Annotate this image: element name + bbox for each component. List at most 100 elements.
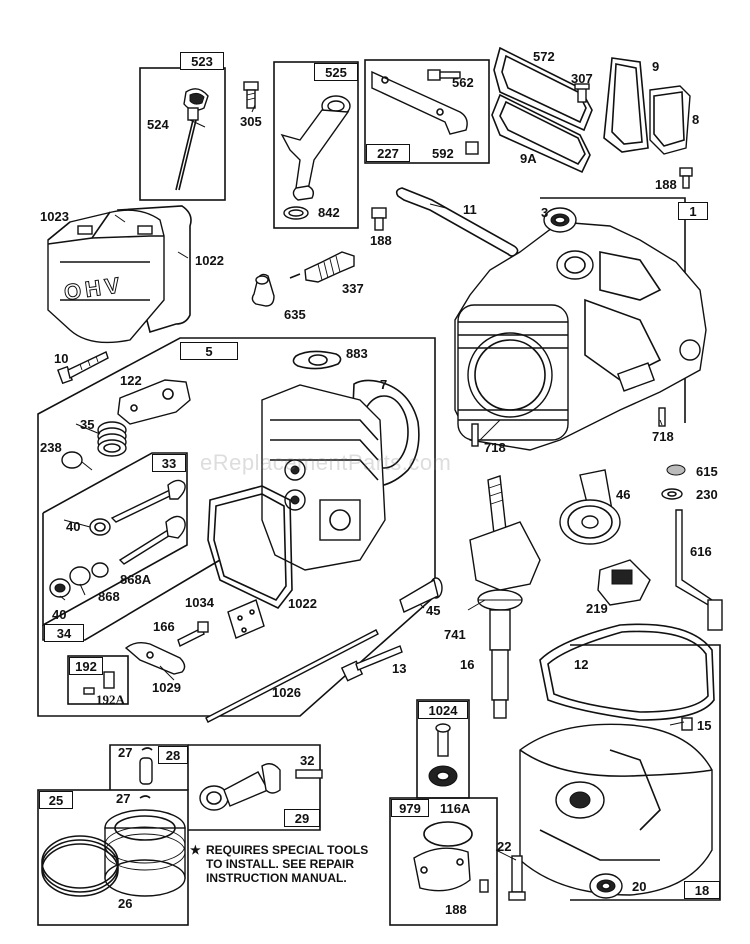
callout-562: 562 <box>452 75 474 90</box>
callout-5: 5 <box>180 342 238 360</box>
callout-46: 46 <box>616 487 631 502</box>
callout-16: 16 <box>460 657 475 672</box>
callout-18: 18 <box>684 881 720 899</box>
watermark-text: eReplacementParts.com <box>200 450 452 475</box>
callout-40-bottom: 40 <box>52 607 67 622</box>
bracket-part <box>371 69 479 155</box>
callout-635: 635 <box>284 307 306 322</box>
breather-tube-part <box>395 187 519 257</box>
callout-29: 29 <box>284 809 320 827</box>
callout-188-bottom: 188 <box>445 902 467 917</box>
callout-13: 13 <box>392 661 407 676</box>
callout-524: 524 <box>147 117 169 132</box>
camshaft-part <box>559 469 621 545</box>
callout-307: 307 <box>571 71 593 86</box>
callout-10: 10 <box>54 351 69 366</box>
special-tools-note: ★ REQUIRES SPECIAL TOOLS TO INSTALL. SEE… <box>190 843 368 885</box>
callout-28: 28 <box>158 746 188 764</box>
callout-34: 34 <box>44 624 84 642</box>
callout-230: 230 <box>696 487 718 502</box>
callout-525: 525 <box>314 63 358 81</box>
cylinder-head-part <box>261 384 386 571</box>
callout-238: 238 <box>40 440 62 455</box>
bolt-13-part <box>340 645 403 682</box>
callout-1026: 1026 <box>272 685 301 700</box>
sump-seal-bolt-part <box>508 855 623 901</box>
callout-3: 3 <box>541 205 549 220</box>
callout-20: 20 <box>632 879 647 894</box>
callout-1022-bottom: 1022 <box>288 596 317 611</box>
callout-868: 868 <box>98 589 120 604</box>
oil-sump-part <box>519 717 713 896</box>
pushrod-part <box>205 629 379 723</box>
piston-rings-part <box>41 835 119 897</box>
callout-1023: 1023 <box>40 209 69 224</box>
valves-part <box>49 479 186 598</box>
rocker-parts <box>83 599 265 695</box>
valve-spring-part <box>61 421 127 469</box>
bracket-122-part <box>117 379 191 425</box>
callout-1024: 1024 <box>418 701 468 719</box>
callout-337: 337 <box>342 281 364 296</box>
callout-305: 305 <box>240 114 262 129</box>
callout-40-top: 40 <box>66 519 81 534</box>
note-line-2: TO INSTALL. SEE REPAIR <box>206 857 355 871</box>
spark-plug-part <box>289 251 355 283</box>
callout-227: 227 <box>366 144 410 162</box>
callout-842: 842 <box>318 205 340 220</box>
callout-741: 741 <box>444 627 466 642</box>
callout-572: 572 <box>533 49 555 64</box>
callout-616: 616 <box>690 544 712 559</box>
rocker-gaskets-part <box>491 46 693 189</box>
callout-718-left: 718 <box>484 440 506 455</box>
oil-pump-gear-part <box>428 723 458 787</box>
callout-15: 15 <box>697 718 712 733</box>
callout-11: 11 <box>463 202 477 217</box>
callout-868a: 868A <box>120 572 152 587</box>
callout-122: 122 <box>120 373 142 388</box>
note-line-1: REQUIRES SPECIAL TOOLS <box>206 843 369 857</box>
dipstick-tube-part <box>280 95 351 220</box>
callout-27-bottom: 27 <box>116 791 131 806</box>
callout-9a: 9A <box>520 151 537 166</box>
callout-33: 33 <box>152 454 186 472</box>
note-line-3: INSTRUCTION MANUAL. <box>206 871 347 885</box>
callout-12: 12 <box>574 657 589 672</box>
callout-592: 592 <box>432 146 454 161</box>
piston-pin-part <box>139 747 153 799</box>
callout-32: 32 <box>300 753 315 768</box>
callout-45: 45 <box>426 603 441 618</box>
crankcase-part <box>454 221 707 451</box>
callout-7: 7 <box>380 377 388 392</box>
governor-part <box>597 559 651 606</box>
callout-883: 883 <box>346 346 368 361</box>
callout-27-top: 27 <box>118 745 133 760</box>
callout-22: 22 <box>497 839 512 854</box>
sump-gasket-part <box>539 623 715 721</box>
callout-192a: 192A <box>96 692 125 707</box>
callout-1022-top: 1022 <box>195 253 224 268</box>
pump-cover-part <box>413 821 489 893</box>
callout-8: 8 <box>692 112 700 127</box>
callout-188-mid: 188 <box>370 233 392 248</box>
callout-9: 9 <box>652 59 660 74</box>
callout-523: 523 <box>180 52 224 70</box>
callout-26: 26 <box>118 896 133 911</box>
callout-219: 219 <box>586 601 608 616</box>
callout-1034: 1034 <box>185 595 214 610</box>
piston-part <box>104 809 186 897</box>
callout-188-top: 188 <box>655 177 677 192</box>
callout-718-right: 718 <box>652 429 674 444</box>
oil-seal-part <box>543 207 577 233</box>
dipstick-part <box>175 88 209 191</box>
callout-116a: 116A <box>440 801 471 816</box>
governor-link-part <box>675 509 723 631</box>
washers-part <box>661 464 686 500</box>
callout-979: 979 <box>391 799 429 817</box>
callout-1: 1 <box>678 202 708 220</box>
callout-35: 35 <box>80 417 95 432</box>
callout-25: 25 <box>39 791 73 809</box>
callout-166: 166 <box>153 619 175 634</box>
note-star-icon: ★ <box>190 843 201 857</box>
